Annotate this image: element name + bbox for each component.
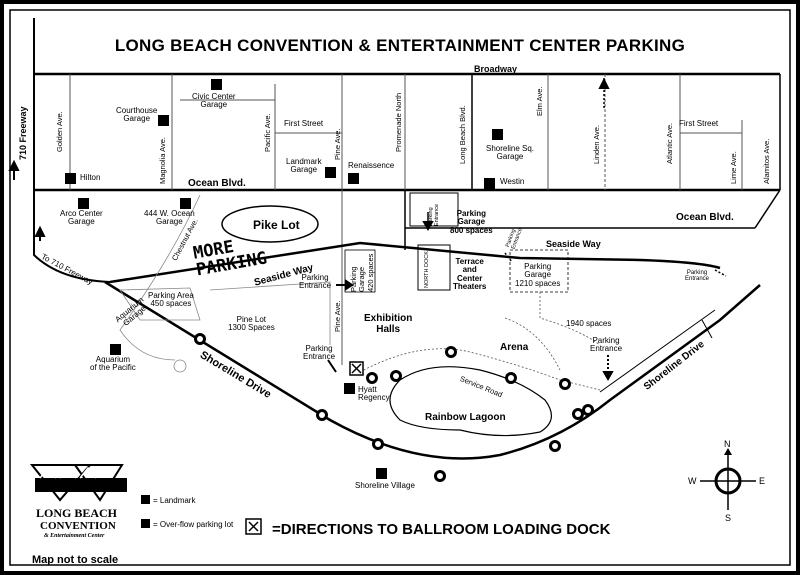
civic-center-garage-label: Civic Center Garage bbox=[192, 92, 236, 110]
arena-label: Arena bbox=[500, 342, 529, 353]
parking-entrance-label-2: Parking Entrance bbox=[303, 344, 336, 362]
parking-area-label: Parking Area 450 spaces bbox=[148, 291, 194, 309]
rainbow-lagoon-label: Rainbow Lagoon bbox=[425, 412, 506, 423]
pike-lot-oval bbox=[221, 205, 319, 243]
freeway-710-label: 710 Freeway bbox=[18, 106, 28, 160]
ocean-blvd-label-right: Ocean Blvd. bbox=[676, 212, 734, 223]
shoreline-sq-garage-marker bbox=[492, 129, 503, 140]
pine-ave-label: Pine Ave. bbox=[333, 128, 342, 160]
spaces-1940-label: 1940 spaces bbox=[566, 319, 612, 328]
long-beach-blvd-label: Long Beach Blvd. bbox=[458, 105, 467, 164]
rainbow-lagoon-shape bbox=[389, 366, 552, 437]
first-street-label-left: First Street bbox=[284, 119, 324, 128]
linden-ave-label: Linden Ave. bbox=[592, 124, 601, 164]
compass-e: E bbox=[759, 476, 766, 486]
promenade-north-label: Promenade North bbox=[394, 92, 403, 152]
parking-entrance-label-3: Parking Entrance bbox=[590, 336, 623, 354]
arco-center-garage-marker bbox=[78, 198, 89, 209]
magnolia-ave-label: Magnolia Ave. bbox=[158, 137, 167, 184]
parking-entrance-label-5: Parking Entrance bbox=[428, 203, 440, 226]
westin-label: Westin bbox=[500, 177, 525, 186]
renaissance-label: Renaissence bbox=[348, 161, 395, 170]
courthouse-garage-label: Courthouse Garage bbox=[116, 106, 158, 124]
inner-frame bbox=[9, 9, 791, 566]
renaissance-marker bbox=[348, 173, 359, 184]
north-dock-label: NORTH DOCK bbox=[424, 251, 430, 288]
civic-center-garage-marker bbox=[211, 79, 222, 90]
parking-garage-1210-label: Parking Garage 1210 spaces bbox=[515, 262, 561, 288]
hilton-marker bbox=[65, 173, 76, 184]
hyatt-regency-label: Hyatt Regency bbox=[358, 385, 390, 403]
golden-ave-label: Golden Ave. bbox=[55, 111, 64, 152]
w-ocean-garage-marker bbox=[180, 198, 191, 209]
pacific-ave-label: Pacific Ave. bbox=[263, 113, 272, 152]
w-ocean-garage-label: 444 W. Ocean Garage bbox=[144, 209, 195, 227]
landmark-garage-label: Landmark Garage bbox=[286, 157, 322, 175]
convention-center-logo bbox=[29, 464, 127, 502]
hilton-label: Hilton bbox=[80, 173, 101, 182]
alamitos-ave-label: Alamitos Ave. bbox=[762, 138, 771, 184]
broadway-label: Broadway bbox=[474, 64, 518, 74]
compass-rose bbox=[700, 448, 756, 510]
atlantic-ave-label: Atlantic Ave. bbox=[665, 122, 674, 164]
westin-marker bbox=[484, 178, 495, 189]
courthouse-garage-marker bbox=[158, 115, 169, 126]
terrace-center-theaters-label: Terrace and Center Theaters bbox=[453, 257, 487, 292]
landmark-garage-marker bbox=[325, 167, 336, 178]
entrance-arrows bbox=[8, 77, 727, 382]
elm-ave-label: Elm Ave. bbox=[535, 86, 544, 116]
logo-line2: CONVENTION bbox=[40, 520, 116, 532]
shoreline-village-marker bbox=[376, 468, 387, 479]
ocean-blvd-label-left: Ocean Blvd. bbox=[188, 178, 246, 189]
arco-center-garage-label: Arco Center Garage bbox=[60, 209, 103, 227]
parking-garage-420-label: Parking Garage 420 spaces bbox=[349, 253, 375, 292]
exhibition-halls-label: Exhibition Halls bbox=[364, 313, 413, 335]
logo-line1: LONG BEACH bbox=[36, 506, 118, 520]
aquarium-pacific-label: Aquarium of the Pacific bbox=[90, 355, 136, 373]
parking-garage-800-label: Parking Garage 800 spaces bbox=[450, 209, 493, 235]
compass-w: W bbox=[688, 476, 697, 486]
shoreline-sq-garage-label: Shoreline Sq. Garage bbox=[486, 144, 535, 162]
pine-lot-label: Pine Lot 1300 Spaces bbox=[228, 315, 275, 333]
first-street-label-right: First Street bbox=[679, 119, 719, 128]
page-title: LONG BEACH CONVENTION & ENTERTAINMENT CE… bbox=[114, 36, 686, 55]
pine-ave-lower-label: Pine Ave. bbox=[333, 300, 342, 332]
shoreline-village-label: Shoreline Village bbox=[355, 481, 415, 490]
pike-lot-label: Pike Lot bbox=[253, 218, 300, 232]
lime-ave-label: Lime Ave. bbox=[729, 151, 738, 184]
legend-directions-text: =DIRECTIONS TO BALLROOM LOADING DOCK bbox=[272, 521, 611, 538]
parking-entrance-label-1: Parking Entrance bbox=[299, 273, 332, 291]
compass-n: N bbox=[724, 439, 731, 449]
hyatt-regency-marker bbox=[344, 383, 355, 394]
entrance-markers bbox=[194, 333, 594, 482]
legend-overflow-text: = Over-flow parking lot bbox=[153, 520, 234, 529]
seaside-way-label-right: Seaside Way bbox=[546, 239, 601, 249]
parking-entrance-label-4: Parking Entrance bbox=[685, 270, 710, 283]
compass-s: S bbox=[725, 513, 732, 523]
map-not-to-scale-note: Map not to scale bbox=[32, 554, 119, 566]
seaside-way-road bbox=[109, 241, 721, 284]
aquarium-marker bbox=[110, 344, 121, 355]
legend-landmark-text: = Landmark bbox=[153, 496, 196, 505]
logo-line3: & Entertainment Center bbox=[44, 533, 105, 539]
